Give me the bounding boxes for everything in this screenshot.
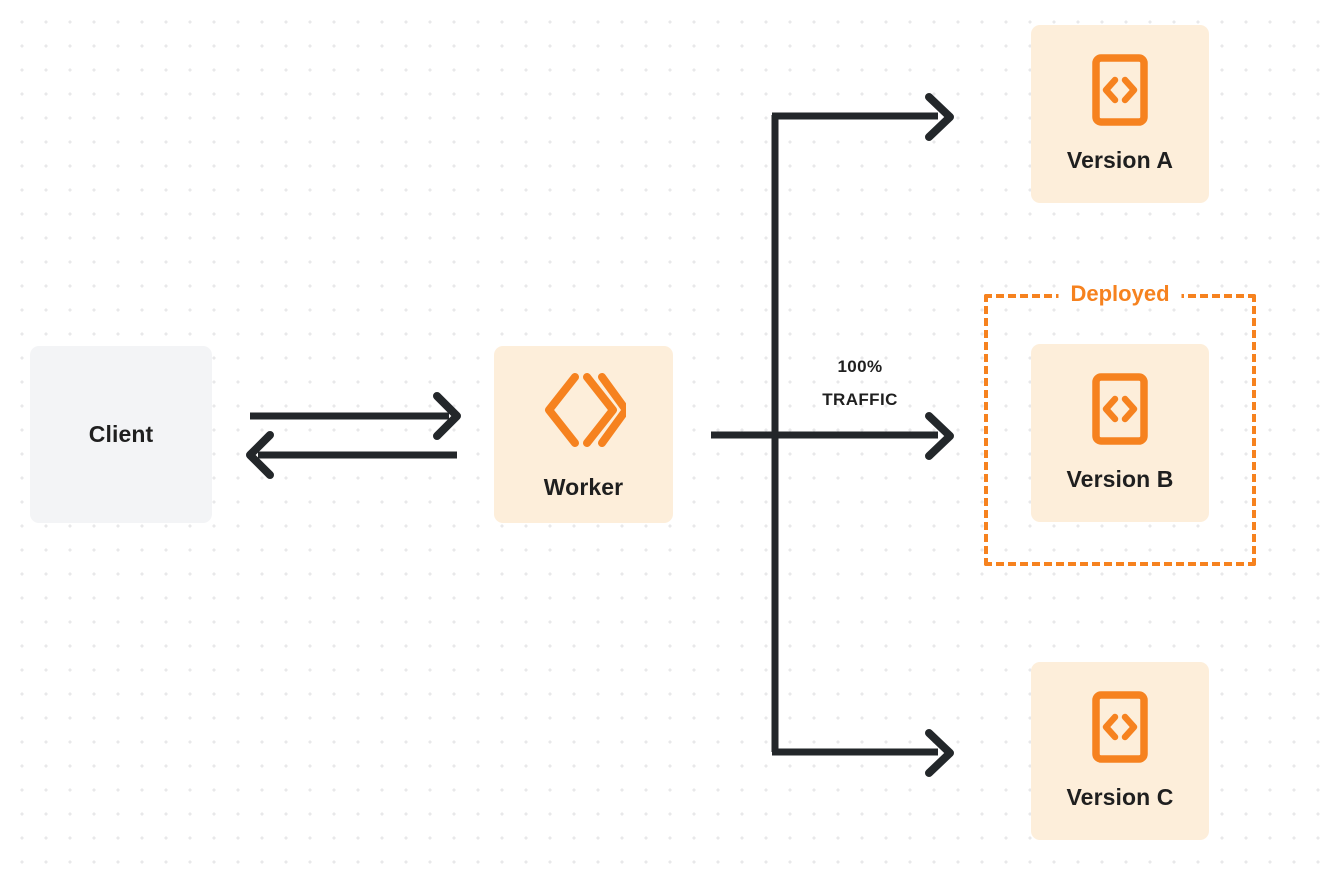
node-client[interactable]: Client <box>30 346 212 523</box>
traffic-unit: TRAFFIC <box>822 390 898 410</box>
version-b-label: Version B <box>1066 466 1174 492</box>
version-c-label: Version C <box>1066 784 1174 810</box>
traffic-label: 100% TRAFFIC <box>775 350 945 416</box>
node-version-a[interactable]: Version A <box>1031 25 1209 203</box>
edge-worker-to-version-c <box>772 729 954 777</box>
code-file-icon <box>1092 54 1148 131</box>
version-a-label: Version A <box>1066 147 1174 173</box>
node-worker[interactable]: Worker <box>494 346 673 523</box>
cloudflare-workers-logo-icon <box>542 369 630 456</box>
deployed-region: Deployed <box>984 283 1256 566</box>
edge-worker-to-version-b <box>711 412 954 460</box>
traffic-percent: 100% <box>837 357 883 376</box>
node-version-c[interactable]: Version C <box>1031 662 1209 840</box>
code-file-icon <box>1092 691 1148 768</box>
edge-worker-to-client <box>246 431 457 479</box>
worker-label: Worker <box>543 473 624 500</box>
code-file-icon <box>1092 373 1148 450</box>
client-label: Client <box>88 421 154 447</box>
edge-worker-to-version-a <box>772 93 954 141</box>
deployed-region-label: Deployed <box>1058 283 1182 305</box>
node-version-b[interactable]: Version B <box>1031 344 1209 522</box>
edge-client-to-worker <box>250 392 461 440</box>
